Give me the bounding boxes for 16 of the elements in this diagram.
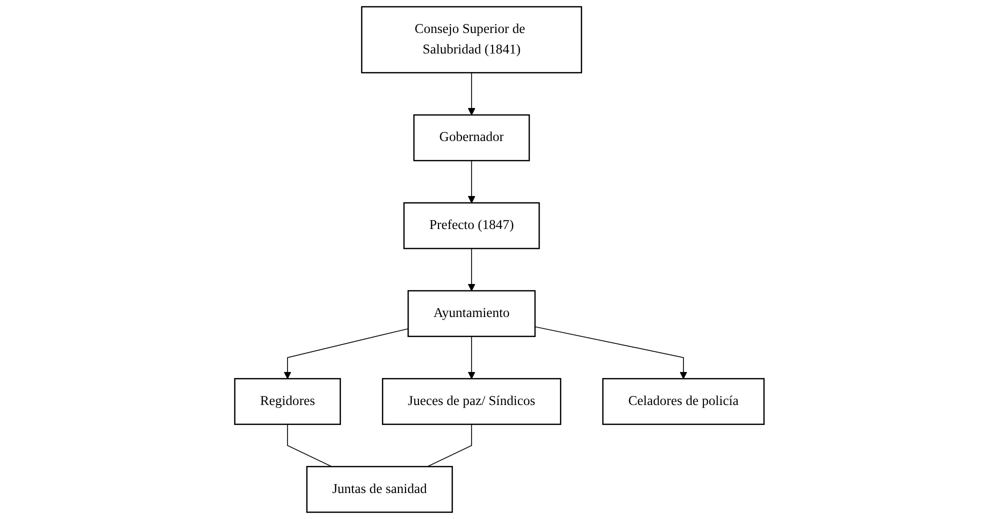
node-box: Gobernador — [412, 114, 530, 162]
node-box: Consejo Superior de Salubridad (1841) — [360, 6, 582, 74]
node-box: Jueces de paz/ Síndicos — [382, 378, 561, 425]
arrow — [467, 336, 475, 379]
arrow — [534, 326, 687, 379]
connector — [426, 424, 472, 467]
node-box: Celadores de policía — [602, 378, 764, 425]
arrow — [467, 160, 475, 204]
node-box: Regidores — [234, 378, 341, 425]
arrow — [467, 248, 475, 292]
node-box: Prefecto (1847) — [402, 202, 540, 250]
arrow — [467, 72, 475, 116]
arrow — [283, 328, 408, 379]
connector — [286, 424, 332, 467]
node-box: Ayuntamiento — [407, 290, 536, 338]
node-box: Juntas de sanidad — [306, 466, 452, 513]
